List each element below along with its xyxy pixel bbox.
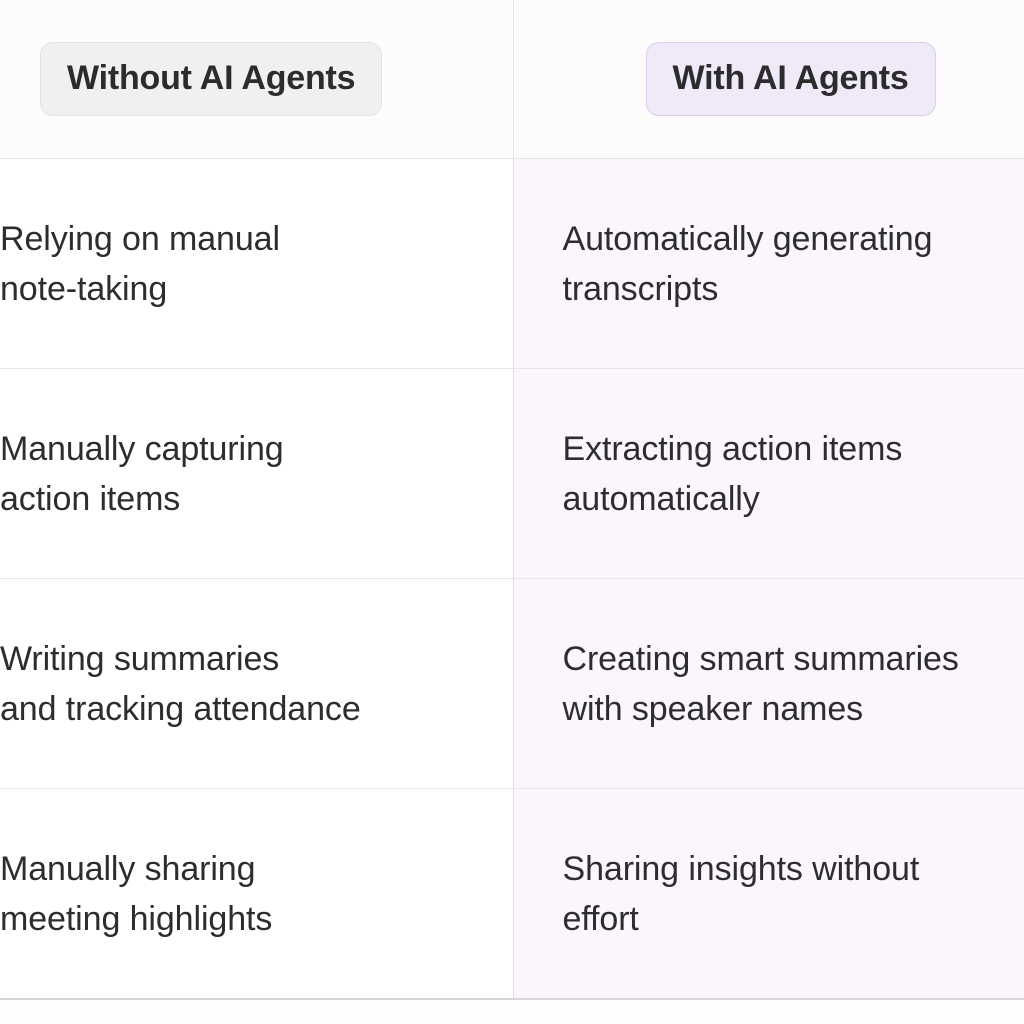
cell-text: Extracting action items automatically xyxy=(563,424,1024,524)
cell-line-1: Relying on manual xyxy=(0,219,280,258)
cell-line-1: Creating smart summaries xyxy=(562,639,959,678)
cell-line-2: meeting highlights xyxy=(0,899,273,938)
cell-line-2: note-taking xyxy=(0,269,168,308)
cell-without-ai-2: Manually capturing action items xyxy=(0,368,514,579)
cell-line-2: automatically xyxy=(562,479,760,518)
cell-text: Creating smart summaries with speaker na… xyxy=(563,634,1024,734)
cell-line-1: Extracting action items xyxy=(562,429,903,468)
header-cell-with-ai: With AI Agents xyxy=(513,0,1024,159)
cell-text: Writing summaries and tracking attendanc… xyxy=(0,634,503,734)
table-row: Writing summaries and tracking attendanc… xyxy=(0,578,1024,789)
table-body: Relying on manual note-taking Automatica… xyxy=(0,158,1024,1000)
header-pill-without-ai-agents[interactable]: Without AI Agents xyxy=(40,42,383,116)
cell-text: Manually sharing meeting highlights xyxy=(0,844,503,944)
table-header: Without AI Agents With AI Agents xyxy=(0,0,1024,159)
table-row: Manually capturing action items Extracti… xyxy=(0,368,1024,579)
cell-line-1: Manually capturing xyxy=(0,429,284,468)
cell-with-ai-4: Sharing insights without effort xyxy=(513,788,1024,1000)
header-row: Without AI Agents With AI Agents xyxy=(0,0,1024,159)
comparison-table: Without AI Agents With AI Agents Relying… xyxy=(0,0,1024,1000)
table-row: Relying on manual note-taking Automatica… xyxy=(0,158,1024,369)
cell-without-ai-1: Relying on manual note-taking xyxy=(0,158,514,369)
cell-without-ai-4: Manually sharing meeting highlights xyxy=(0,788,514,1000)
cell-line-1: Writing summaries xyxy=(0,639,280,678)
cell-with-ai-2: Extracting action items automatically xyxy=(513,368,1024,579)
cell-line-1: Automatically generating xyxy=(562,219,933,258)
cell-with-ai-3: Creating smart summaries with speaker na… xyxy=(513,578,1024,789)
cell-line-2: transcripts xyxy=(562,269,719,308)
cell-line-2: and tracking attendance xyxy=(0,689,361,728)
cell-line-2: effort xyxy=(562,899,639,938)
cell-without-ai-3: Writing summaries and tracking attendanc… xyxy=(0,578,514,789)
cell-line-2: with speaker names xyxy=(562,689,864,728)
cell-with-ai-1: Automatically generating transcripts xyxy=(513,158,1024,369)
header-pill-with-ai-agents[interactable]: With AI Agents xyxy=(645,42,936,116)
header-cell-without-ai: Without AI Agents xyxy=(0,0,514,159)
cell-text: Manually capturing action items xyxy=(0,424,503,524)
cell-text: Sharing insights without effort xyxy=(563,844,1024,944)
cell-line-2: action items xyxy=(0,479,181,518)
cell-line-1: Sharing insights without xyxy=(562,849,920,888)
cell-text: Automatically generating transcripts xyxy=(563,214,1024,314)
cell-line-1: Manually sharing xyxy=(0,849,256,888)
table-row: Manually sharing meeting highlights Shar… xyxy=(0,788,1024,1000)
cell-text: Relying on manual note-taking xyxy=(0,214,503,314)
